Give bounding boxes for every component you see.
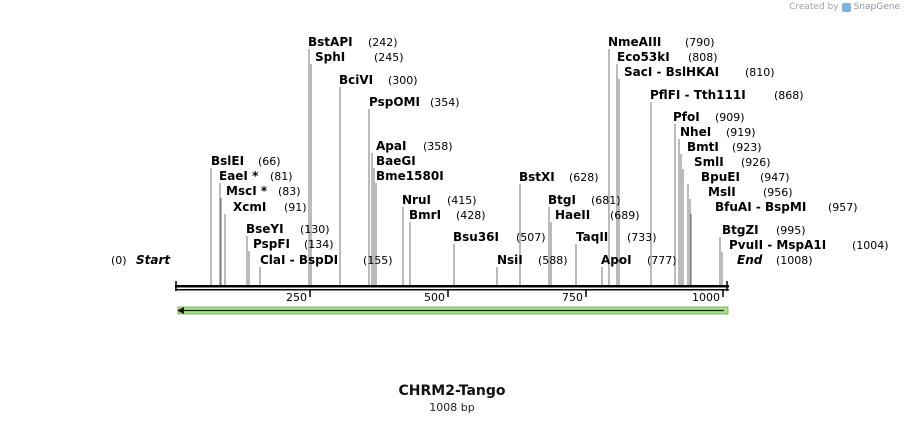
site-position: (428) — [456, 209, 486, 222]
site-position: (868) — [774, 89, 804, 102]
site-position: (689) — [610, 209, 640, 222]
scale-ticks: 250 500 750 1000 — [286, 290, 724, 304]
site-name: BpuEI — [701, 170, 740, 184]
site-name: TaqII — [576, 230, 608, 244]
site-position: (588) — [538, 254, 568, 267]
feature-arrowhead-icon — [177, 307, 184, 314]
site-name: PflFI - Tth111I — [650, 88, 746, 102]
site-name: PspOMI — [369, 95, 420, 109]
site-name: Bsu36I — [453, 230, 499, 244]
site-name: PspFI — [253, 237, 290, 251]
created-by-text: Created by — [789, 2, 839, 12]
site-position: (681) — [591, 194, 621, 207]
site-position: (995) — [776, 224, 806, 237]
site-position: (155) — [363, 254, 393, 267]
site-position: (81) — [270, 170, 293, 183]
site-position: (83) — [278, 185, 301, 198]
scale-tick-label: 500 — [424, 291, 445, 304]
site-name: ApoI — [601, 253, 632, 267]
site-name: NmeAIII — [608, 35, 661, 49]
site-position: (956) — [763, 186, 793, 199]
site-name: BslEI — [211, 154, 244, 168]
site-position: (507) — [516, 231, 546, 244]
site-name: HaeII — [555, 208, 590, 222]
site-name: ClaI - BspDI — [260, 253, 338, 267]
site-labels: BstAPI (242) SphI (245)BciVI (300) PspOMI (354… — [211, 35, 889, 267]
start-label: Start — [136, 253, 171, 267]
site-name: PvuII - MspA1I — [729, 238, 826, 252]
site-name: BtgZI — [722, 223, 759, 237]
site-name: MslI — [708, 185, 736, 199]
site-position: (923) — [732, 141, 762, 154]
site-position: (808) — [688, 51, 718, 64]
snapgene-branding: Created by SnapGene — [789, 2, 900, 12]
snapgene-logo-icon — [841, 2, 851, 12]
backbone-top — [175, 285, 729, 288]
end-position: (1008) — [776, 254, 813, 267]
site-name: EaeI * — [219, 169, 259, 183]
site-position: (242) — [368, 36, 398, 49]
site-name: NheI — [680, 125, 711, 139]
site-name: SmlI — [694, 155, 724, 169]
site-name: XcmI — [233, 200, 266, 214]
site-name: NruI — [402, 193, 431, 207]
site-position: (1004) — [852, 239, 889, 252]
site-name: BstAPI — [308, 35, 353, 49]
scale-tick-label: 1000 — [692, 291, 720, 304]
site-name: NsiI — [497, 253, 523, 267]
site-name: BaeGI — [376, 154, 416, 168]
site-position: (909) — [715, 111, 745, 124]
site-position: (919) — [726, 126, 756, 139]
site-name: Bme1580I — [376, 169, 444, 183]
site-name: SacI - BslHKAI — [624, 65, 719, 79]
site-position: (733) — [627, 231, 657, 244]
site-name: BseYI — [246, 222, 284, 236]
site-name: BtgI — [548, 193, 576, 207]
site-position: (777) — [647, 254, 677, 267]
site-position: (134) — [304, 238, 334, 251]
site-name: Eco53kI — [617, 50, 670, 64]
site-name: BfuAI - BspMI — [715, 200, 806, 214]
site-name: ApaI — [376, 139, 406, 153]
site-position: (66) — [258, 155, 281, 168]
site-name: BstXI — [519, 170, 555, 184]
site-name: PfoI — [673, 110, 700, 124]
site-position: (358) — [423, 140, 453, 153]
site-position: (91) — [284, 201, 307, 214]
map-length: 1008 bp — [429, 401, 475, 414]
site-position: (810) — [745, 66, 775, 79]
scale-tick-label: 250 — [286, 291, 307, 304]
site-position: (628) — [569, 171, 599, 184]
site-position: (415) — [447, 194, 477, 207]
map-title: CHRM2-Tango — [398, 383, 506, 399]
snapgene-name: SnapGene — [853, 2, 900, 12]
site-position: (300) — [388, 74, 418, 87]
site-name: SphI — [315, 50, 345, 64]
site-position: (354) — [430, 96, 460, 109]
backbone-bottom — [175, 289, 729, 291]
site-lines — [210, 49, 723, 285]
site-position: (245) — [374, 51, 404, 64]
scale-tick-label: 750 — [562, 291, 583, 304]
site-position: (947) — [760, 171, 790, 184]
end-label: End — [737, 253, 763, 267]
site-position: (957) — [828, 201, 858, 214]
site-name: MscI * — [226, 184, 268, 198]
site-position: (790) — [685, 36, 715, 49]
site-name: BmrI — [409, 208, 441, 222]
site-position: (130) — [300, 223, 330, 236]
site-name: BmtI — [687, 140, 719, 154]
site-name: BciVI — [339, 73, 373, 87]
site-position: (926) — [741, 156, 771, 169]
start-position: (0) — [111, 254, 127, 267]
